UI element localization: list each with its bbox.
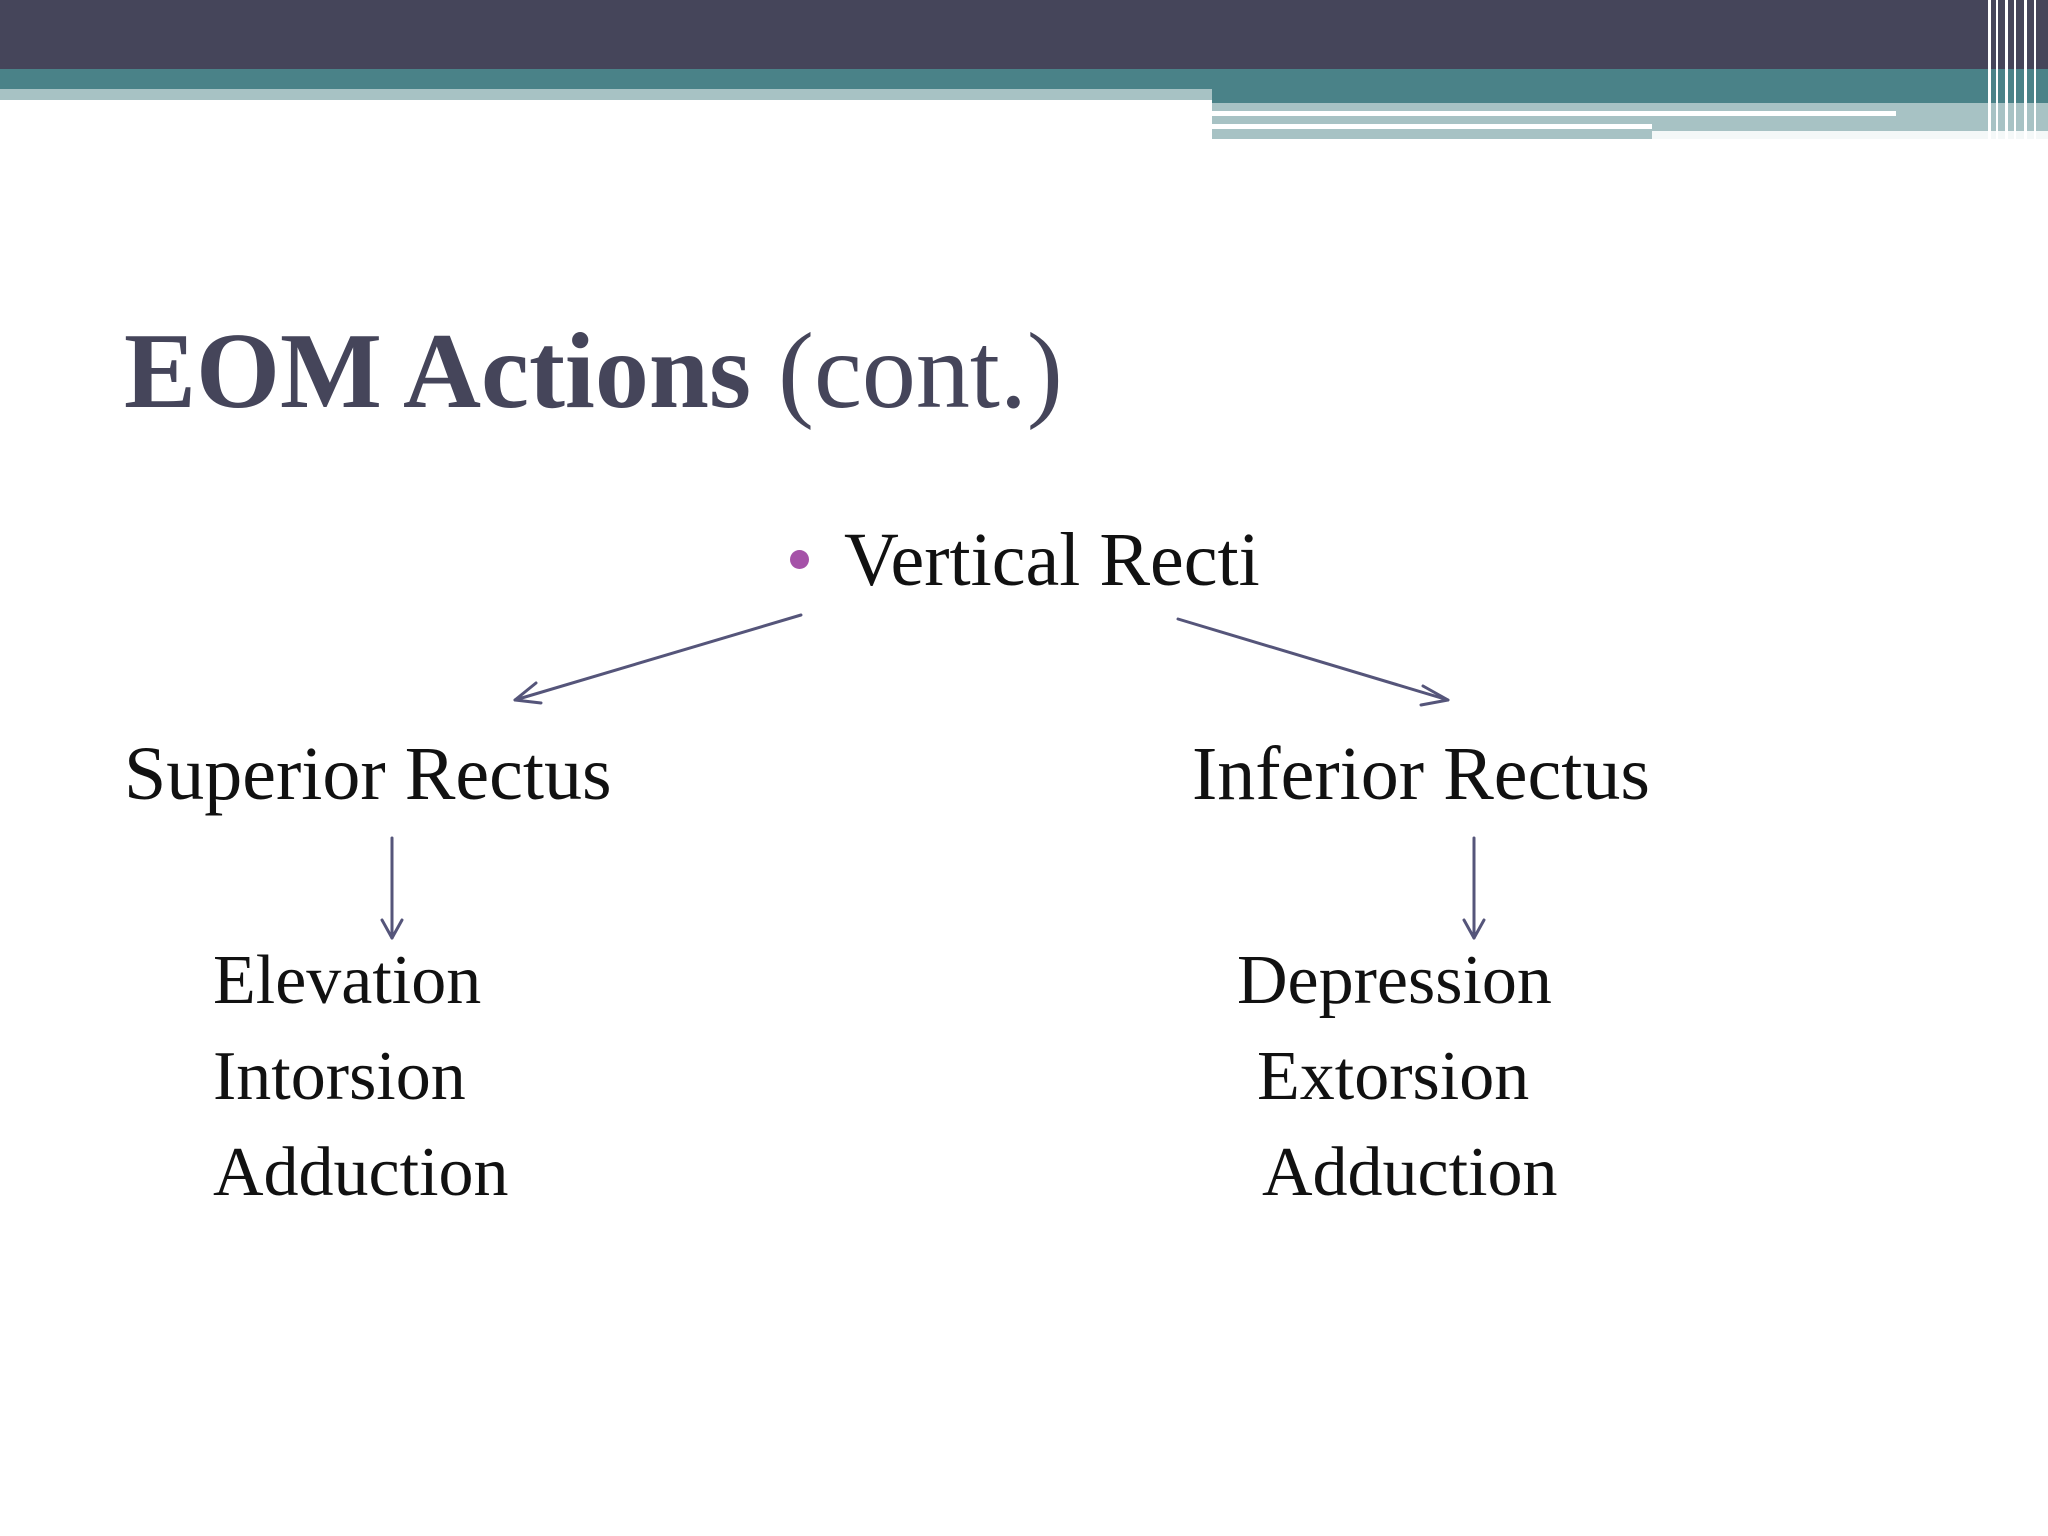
header-edge-stripe: [2024, 0, 2027, 139]
header-edge-stripe: [2034, 0, 2036, 139]
arrow-to-inferior-rectus: [1176, 617, 1450, 707]
superior-action-item: Intorsion: [213, 1038, 466, 1115]
header-line-short: [1212, 124, 1652, 129]
header-line-fade: [1652, 131, 2048, 139]
header-edge-stripe: [1996, 0, 1998, 139]
header-band-right-teal: [1212, 89, 2048, 103]
header-edge-stripe: [2014, 0, 2016, 139]
arrow-to-inferior-actions: [1462, 836, 1486, 940]
arrow-to-superior-rectus: [513, 613, 803, 705]
bullet-dot-icon: [790, 550, 809, 570]
header-band-teal: [0, 69, 2048, 89]
superior-rectus-heading: Superior Rectus: [124, 732, 612, 816]
slide-title-bold: EOM Actions: [124, 312, 752, 431]
superior-action-item: Adduction: [213, 1134, 509, 1211]
header-band-light: [0, 89, 1212, 100]
bullet-item: Vertical Recti: [790, 522, 1260, 598]
arrow-to-superior-actions: [380, 836, 404, 940]
bullet-text: Vertical Recti: [844, 518, 1260, 602]
inferior-action-item: Adduction: [1262, 1134, 1558, 1211]
inferior-action-item: Extorsion: [1257, 1038, 1530, 1115]
header-edge-stripe: [2005, 0, 2008, 139]
inferior-action-item: Depression: [1237, 942, 1552, 1019]
slide-title: EOM Actions (cont.): [124, 318, 1063, 426]
header-line-long: [1212, 111, 1896, 116]
header-edge-stripe: [1988, 0, 1991, 139]
header-band-dark: [0, 0, 2048, 69]
superior-action-item: Elevation: [213, 942, 482, 1019]
slide-title-normal: (cont.): [778, 312, 1063, 431]
inferior-rectus-heading: Inferior Rectus: [1192, 732, 1650, 816]
